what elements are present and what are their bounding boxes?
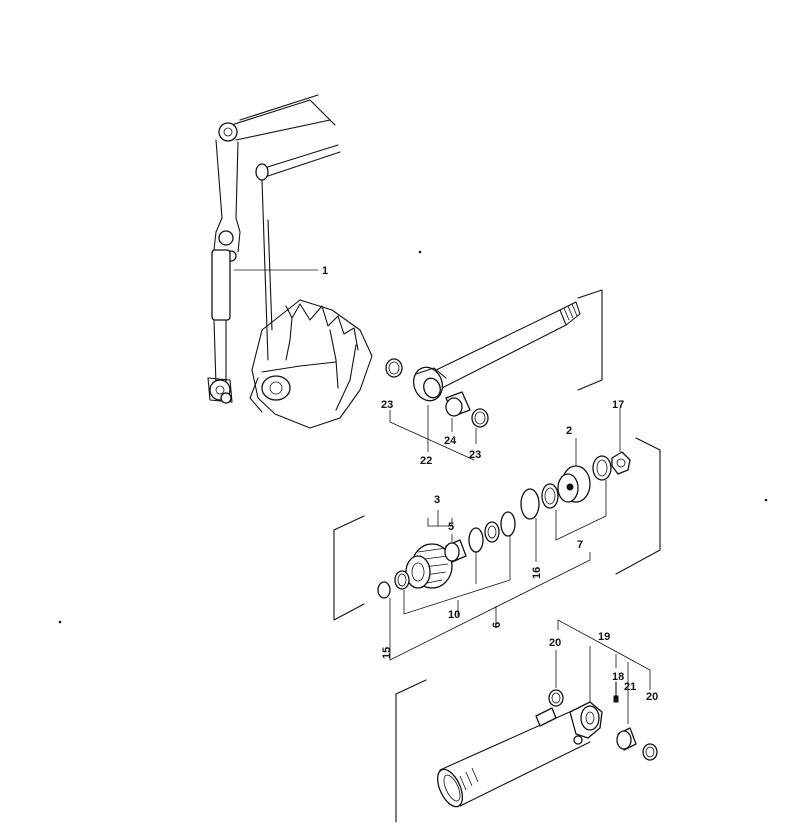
callout-2: 2 <box>566 425 572 437</box>
callout-24: 24 <box>444 435 457 447</box>
callout-5: 5 <box>448 521 454 533</box>
callout-6: 6 <box>491 622 503 628</box>
callout-10: 10 <box>448 609 460 621</box>
callout-23-right: 23 <box>469 449 481 461</box>
callout-16: 16 <box>531 567 543 579</box>
backhoe-arm-illustration <box>207 94 373 429</box>
cylinder-barrel-assembly <box>395 619 658 823</box>
callout-20-left: 20 <box>549 637 561 649</box>
seal-kit-assembly <box>333 408 661 661</box>
callout-19: 19 <box>598 631 610 643</box>
callout-7: 7 <box>577 539 583 551</box>
callout-3: 3 <box>434 494 440 506</box>
callout-18: 18 <box>612 671 624 683</box>
callout-1: 1 <box>322 265 328 277</box>
callout-21: 21 <box>624 681 636 693</box>
callout-23-left: 23 <box>381 399 393 411</box>
callout-20-right: 20 <box>646 691 658 703</box>
callout-17: 17 <box>612 399 624 411</box>
callout-15: 15 <box>381 647 393 659</box>
callout-22: 22 <box>420 455 432 467</box>
piston-rod-assembly <box>385 289 603 461</box>
